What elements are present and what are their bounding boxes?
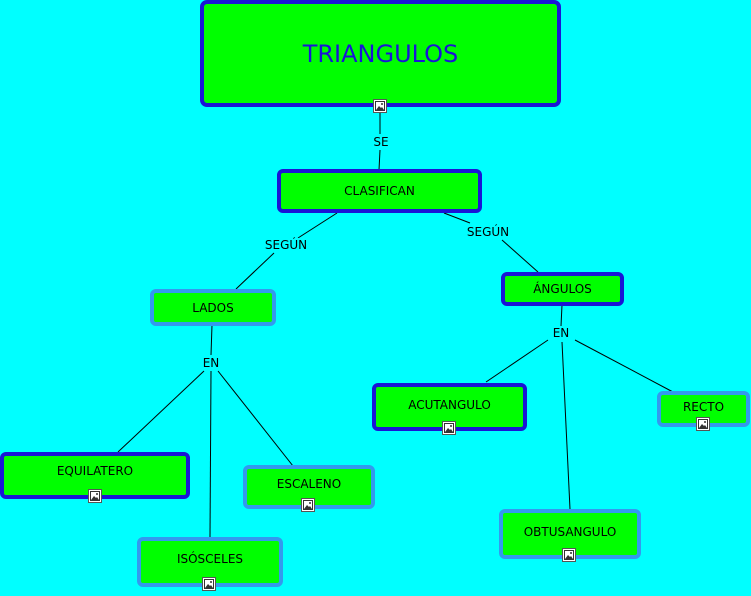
node-escaleno-label: ESCALENO (276, 477, 342, 491)
line-se-clasifican (378, 149, 381, 171)
line-en-isosceles (209, 370, 212, 538)
line-lados-en (210, 324, 213, 356)
node-lados-label: LADOS (192, 300, 234, 315)
node-clasifican-label: CLASIFICAN (344, 184, 415, 198)
image-resource-icon[interactable] (301, 498, 315, 512)
link-label-en-angulos: EN (551, 326, 571, 340)
link-label-segun-angulos: SEGÚN (465, 225, 511, 239)
node-angulos-label: ÁNGULOS (533, 282, 592, 296)
node-triangulos-label: TRIANGULOS (302, 39, 459, 68)
image-resource-icon[interactable] (202, 577, 216, 591)
node-escaleno[interactable]: ESCALENO (243, 465, 375, 509)
line-en-escaleno (217, 370, 294, 467)
image-resource-icon[interactable] (88, 489, 102, 503)
node-clasifican[interactable]: CLASIFICAN (277, 169, 482, 213)
line-segun-lados (235, 252, 275, 290)
line-en-recto (574, 339, 674, 393)
link-label-en-lados: EN (201, 356, 221, 370)
node-isosceles-label: ISÓSCELES (176, 552, 244, 566)
line-en-obtusangulo (561, 341, 571, 510)
node-equilatero-label: EQUILATERO (56, 463, 134, 478)
link-label-se: SE (372, 135, 390, 149)
node-obtusangulo-label: OBTUSANGULO (523, 525, 617, 539)
image-resource-icon[interactable] (442, 421, 456, 435)
node-lados[interactable]: LADOS (150, 289, 276, 326)
image-resource-icon[interactable] (373, 99, 387, 113)
line-segun-angulos (501, 239, 539, 273)
line-clasifican-segun-right (443, 212, 471, 224)
node-recto-label: RECTO (682, 400, 725, 414)
line-en-equilatero (117, 370, 205, 453)
node-acutangulo-label: ACUTANGULO (408, 398, 491, 412)
node-triangulos[interactable]: TRIANGULOS (200, 0, 561, 107)
node-angulos[interactable]: ÁNGULOS (501, 272, 624, 306)
node-acutangulo[interactable]: ACUTANGULO (372, 383, 527, 431)
link-label-segun-lados: SEGÚN (263, 238, 309, 252)
image-resource-icon[interactable] (696, 417, 710, 431)
line-en-acutangulo (485, 339, 549, 383)
image-resource-icon[interactable] (562, 548, 576, 562)
line-angulos-en (560, 304, 563, 327)
line-clasifican-segun-left (297, 212, 338, 239)
